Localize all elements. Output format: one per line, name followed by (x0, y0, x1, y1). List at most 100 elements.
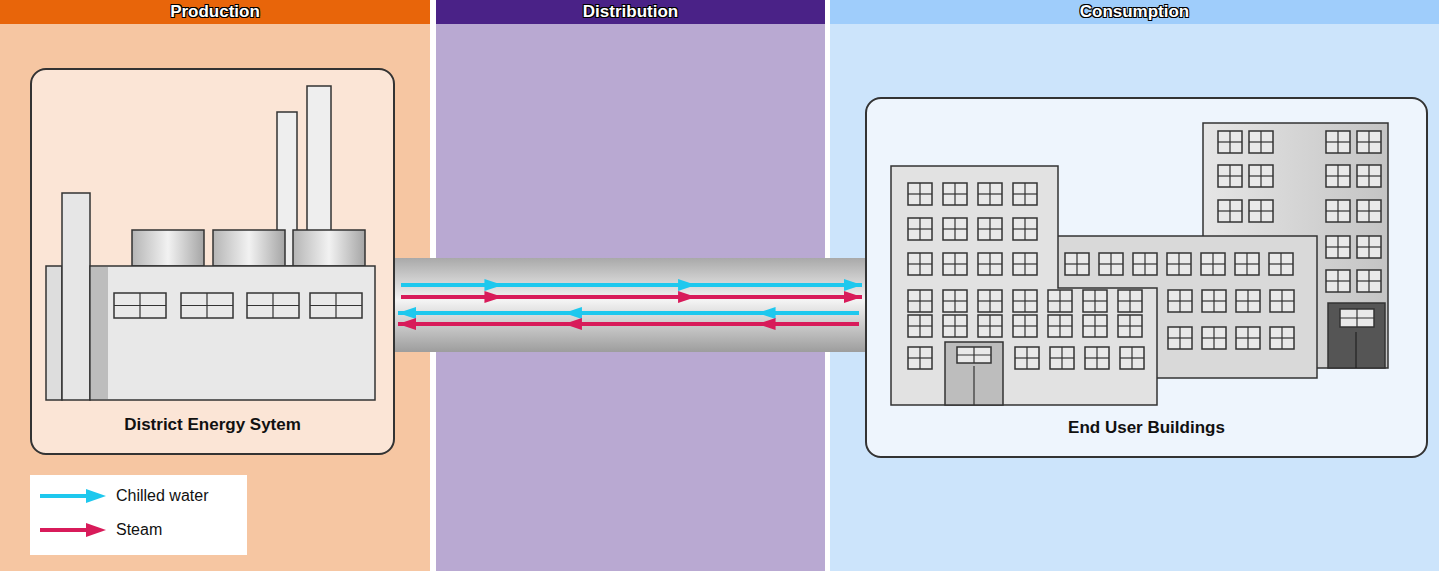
window (1120, 347, 1144, 369)
window (1357, 131, 1381, 153)
window-bar (181, 305, 233, 306)
window-bar (1357, 210, 1381, 211)
factory-building (90, 266, 375, 400)
window-bar (943, 300, 967, 301)
window (1235, 253, 1259, 275)
window-bar (1202, 300, 1226, 301)
window-bar (1357, 280, 1381, 281)
window (1326, 131, 1350, 153)
window (943, 218, 967, 240)
window-bar (1118, 300, 1142, 301)
window-bar (1048, 325, 1072, 326)
tank (293, 230, 365, 266)
window (1050, 347, 1074, 369)
stage-band: Distribution (436, 0, 825, 571)
window (978, 183, 1002, 205)
window (978, 315, 1002, 337)
window-bar (1085, 357, 1109, 358)
window (908, 218, 932, 240)
window-bar (1218, 210, 1242, 211)
window-bar (943, 263, 967, 264)
window-bar (978, 263, 1002, 264)
swatch-head (86, 523, 106, 537)
stage-heading: Consumption (830, 0, 1439, 24)
window (908, 290, 932, 312)
consumption-header (830, 0, 1439, 24)
window (310, 293, 362, 318)
factory-wall (46, 266, 62, 400)
production-header (0, 0, 430, 24)
window (908, 315, 932, 337)
window (943, 183, 967, 205)
window-bar (1013, 193, 1037, 194)
window (1118, 315, 1142, 337)
window (1236, 327, 1260, 349)
production-band (0, 24, 430, 571)
flow-arrow (401, 283, 862, 287)
door (945, 342, 1003, 405)
window (1013, 218, 1037, 240)
window-bar (1013, 300, 1037, 301)
box-label: District Energy Sytem (124, 415, 301, 435)
illustration-group (46, 86, 375, 400)
illustration-group (891, 123, 1388, 405)
legend-swatch (40, 488, 106, 504)
window-bar (1357, 141, 1381, 142)
window-bar (310, 305, 362, 306)
window (1167, 253, 1191, 275)
window (943, 290, 967, 312)
tank (213, 230, 285, 266)
stage-band: ConsumptionEnd User Buildings (830, 0, 1439, 571)
legend-text: Steam (116, 521, 162, 539)
window-bar (1083, 325, 1107, 326)
window-bar (1340, 317, 1374, 318)
window (1201, 253, 1225, 275)
window (1326, 236, 1350, 258)
window (1270, 290, 1294, 312)
window (1168, 290, 1192, 312)
window (1083, 290, 1107, 312)
window-bar (943, 193, 967, 194)
illustration (865, 97, 1428, 458)
swatch-line (40, 494, 92, 498)
window (1099, 253, 1123, 275)
window (1013, 183, 1037, 205)
door (1328, 303, 1385, 368)
window (1013, 253, 1037, 275)
window-bar (1099, 263, 1123, 264)
window (1357, 236, 1381, 258)
window-bar (114, 305, 166, 306)
flow-arrow (398, 311, 859, 315)
window-bar (1168, 300, 1192, 301)
window-bar (1357, 246, 1381, 247)
window (1013, 290, 1037, 312)
window-bar (908, 228, 932, 229)
window (1357, 270, 1381, 292)
window (978, 290, 1002, 312)
window (978, 218, 1002, 240)
building (891, 166, 1157, 405)
window (1085, 347, 1109, 369)
window-bar (1236, 337, 1260, 338)
window-bar (1120, 357, 1144, 358)
window (1048, 290, 1072, 312)
legend-swatch (40, 522, 106, 538)
chimney (62, 193, 90, 400)
window (1249, 131, 1273, 153)
window-bar (1013, 263, 1037, 264)
window (978, 253, 1002, 275)
system-box: District Energy Sytem (30, 68, 395, 455)
window-bar (908, 263, 932, 264)
factory-shade (91, 267, 108, 399)
system-box: End User Buildings (865, 97, 1428, 458)
window (1013, 315, 1037, 337)
window (1015, 347, 1039, 369)
window-bar (1013, 325, 1037, 326)
window-bar (1201, 263, 1225, 264)
window-bar (1326, 210, 1350, 211)
window (1048, 315, 1072, 337)
window (1202, 327, 1226, 349)
illustration (30, 68, 395, 455)
window-bar (1236, 300, 1260, 301)
window (114, 293, 166, 318)
